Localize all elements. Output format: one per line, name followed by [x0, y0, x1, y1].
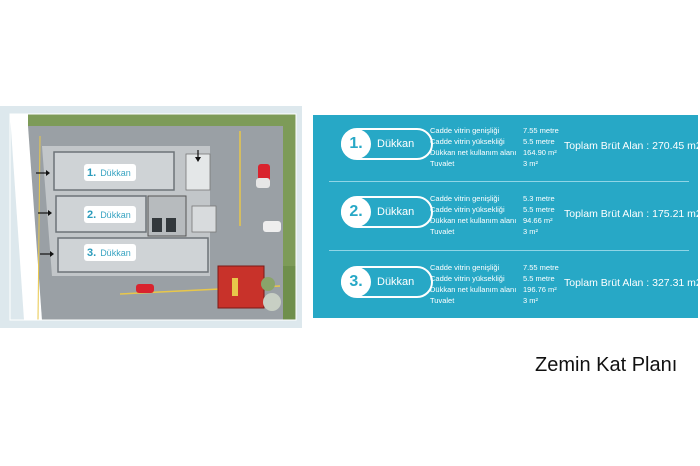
spec-label: Dükkan net kullanım alanı [430, 285, 517, 294]
tree [263, 293, 281, 311]
unit-total-area: Toplam Brüt Alan : 327.31 m2 [564, 277, 700, 289]
floor-plan-drawing [0, 106, 302, 328]
unit-label: Dükkan [377, 276, 415, 288]
plan-shop-tag-3: 3. Dükkan [84, 244, 136, 261]
car-white-2 [263, 221, 281, 232]
plan-shop-number: 2. [87, 208, 97, 221]
spec-label: Tuvalet [430, 159, 455, 168]
floor-plan: 1. Dükkan 2. Dükkan 3. Dükkan [0, 106, 302, 328]
spec-value: 7.55 metre [523, 126, 559, 135]
plan-shop-label: Dükkan [100, 209, 131, 220]
unit-total-area: Toplam Brüt Alan : 175.21 m2 [564, 208, 700, 220]
spec-label: Cadde vitrin yüksekliği [430, 274, 505, 283]
unit-number: 1. [341, 129, 371, 159]
stair [191, 205, 217, 233]
unit-badge: 2. Dükkan [341, 196, 433, 228]
spec-label: Cadde vitrin genişliği [430, 194, 500, 203]
grass-top [28, 114, 296, 126]
spec-label: Dükkan net kullanım alanı [430, 216, 517, 225]
plan-shop-number: 3. [87, 246, 97, 259]
spec-label: Cadde vitrin genişliği [430, 126, 500, 135]
plan-shop-number: 1. [87, 166, 97, 179]
unit-number: 3. [341, 267, 371, 297]
unit-label: Dükkan [377, 206, 415, 218]
plan-shop-label: Dükkan [100, 167, 131, 178]
spec-label: Dükkan net kullanım alanı [430, 148, 517, 157]
spec-value: 3 m² [523, 159, 538, 168]
spec-label: Cadde vitrin yüksekliği [430, 137, 505, 146]
car-red-2 [136, 284, 154, 293]
unit-row-2: 2. Dükkan Cadde vitrin genişliği 5.3 met… [313, 187, 700, 248]
unit-badge: 3. Dükkan [341, 266, 433, 298]
sidewalk [10, 114, 42, 320]
spec-value: 5.3 metre [523, 194, 555, 203]
plan-shop-label: Dükkan [100, 247, 131, 258]
plan-shop-tag-2: 2. Dükkan [84, 206, 136, 223]
spec-value: 3 m² [523, 227, 538, 236]
spec-value: 7.55 metre [523, 263, 559, 272]
spec-label: Cadde vitrin yüksekliği [430, 205, 505, 214]
spec-value: 196.76 m² [523, 285, 557, 294]
divider [329, 250, 689, 251]
spec-label: Tuvalet [430, 296, 455, 305]
spec-label: Tuvalet [430, 227, 455, 236]
unit-total-area: Toplam Brüt Alan : 270.45 m2 [564, 140, 700, 152]
unit-badge: 1. Dükkan [341, 128, 433, 160]
unit-number: 2. [341, 197, 371, 227]
spec-value: 3 m² [523, 296, 538, 305]
spec-value: 164.90 m² [523, 148, 557, 157]
divider [329, 181, 689, 182]
spec-value: 5.5 metre [523, 274, 555, 283]
spec-value: 94.66 m² [523, 216, 553, 225]
spec-value: 5.5 metre [523, 137, 555, 146]
plan-shop-tag-1: 1. Dükkan [84, 164, 136, 181]
unit-row-1: 1. Dükkan Cadde vitrin genişliği 7.55 me… [313, 119, 700, 180]
annex-building [217, 265, 265, 309]
entry-arrows [36, 150, 201, 257]
car-white-1 [256, 178, 270, 188]
spec-label: Cadde vitrin genişliği [430, 263, 500, 272]
unit-row-3: 3. Dükkan Cadde vitrin genişliği 7.55 me… [313, 256, 700, 317]
spec-value: 5.5 metre [523, 205, 555, 214]
unit-label: Dükkan [377, 138, 415, 150]
unit-info-panel: 1. Dükkan Cadde vitrin genişliği 7.55 me… [313, 115, 700, 318]
shop-3-area [57, 237, 209, 273]
page-title: Zemin Kat Planı [535, 354, 678, 376]
